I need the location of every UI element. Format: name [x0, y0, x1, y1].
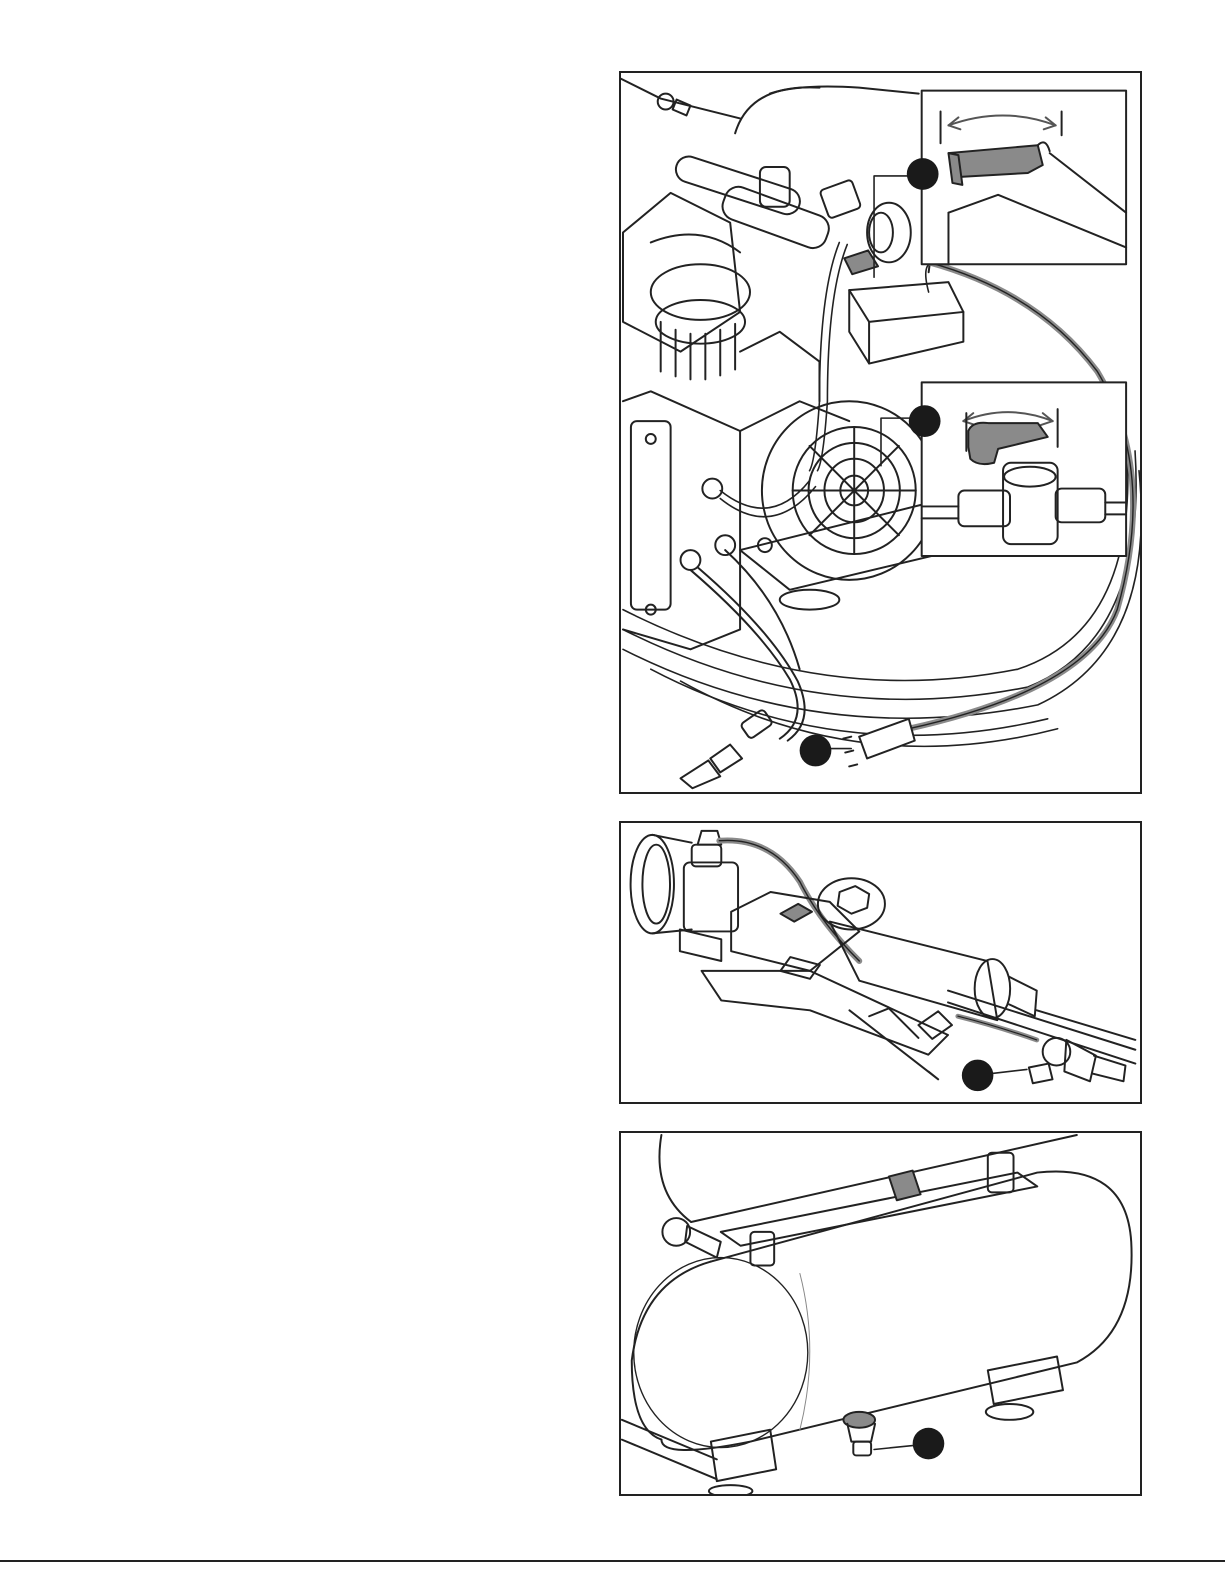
carry-handle: [673, 153, 833, 252]
tank-feet: [622, 1357, 1063, 1494]
block-fittings: [681, 479, 772, 570]
compressor-illustration: [621, 73, 1140, 792]
drain-valve: [843, 1412, 875, 1456]
callout-marker-1: [907, 158, 939, 190]
top-left-hose: [621, 79, 740, 119]
figure-gauge-regulator-hose: [619, 821, 1142, 1104]
regulator-body: [731, 878, 1037, 1020]
rubber-foot: [780, 590, 840, 610]
motor-fan-cover: [762, 401, 937, 580]
figure-compressor-top-view: [619, 71, 1142, 794]
tire-chuck-valve: [1029, 1038, 1126, 1083]
inset-ball-valve: [922, 382, 1126, 556]
outlet-coupler: [631, 831, 738, 961]
callout-5-leader: [874, 1446, 913, 1450]
trigger-handle: [702, 957, 952, 1079]
tank-frame-rails: [721, 1153, 1037, 1266]
callout-marker-4: [962, 1060, 994, 1092]
figure-tank-drain-valve: [619, 1131, 1142, 1496]
callout-4-leader: [992, 1069, 1027, 1073]
callout-marker-5: [913, 1428, 945, 1460]
main-tank: [632, 1171, 1132, 1450]
regulator-illustration: [621, 823, 1140, 1102]
footer-rule: [0, 1560, 1225, 1562]
pressure-gauge: [819, 179, 910, 262]
inset-pressure-lever: [922, 91, 1126, 265]
callout-marker-2: [909, 405, 941, 437]
callout-marker-3: [800, 735, 832, 767]
blank-text-column: [60, 70, 580, 1510]
tank-illustration: [621, 1133, 1140, 1494]
air-filter-housing: [623, 193, 750, 380]
side-fitting: [662, 1218, 720, 1258]
